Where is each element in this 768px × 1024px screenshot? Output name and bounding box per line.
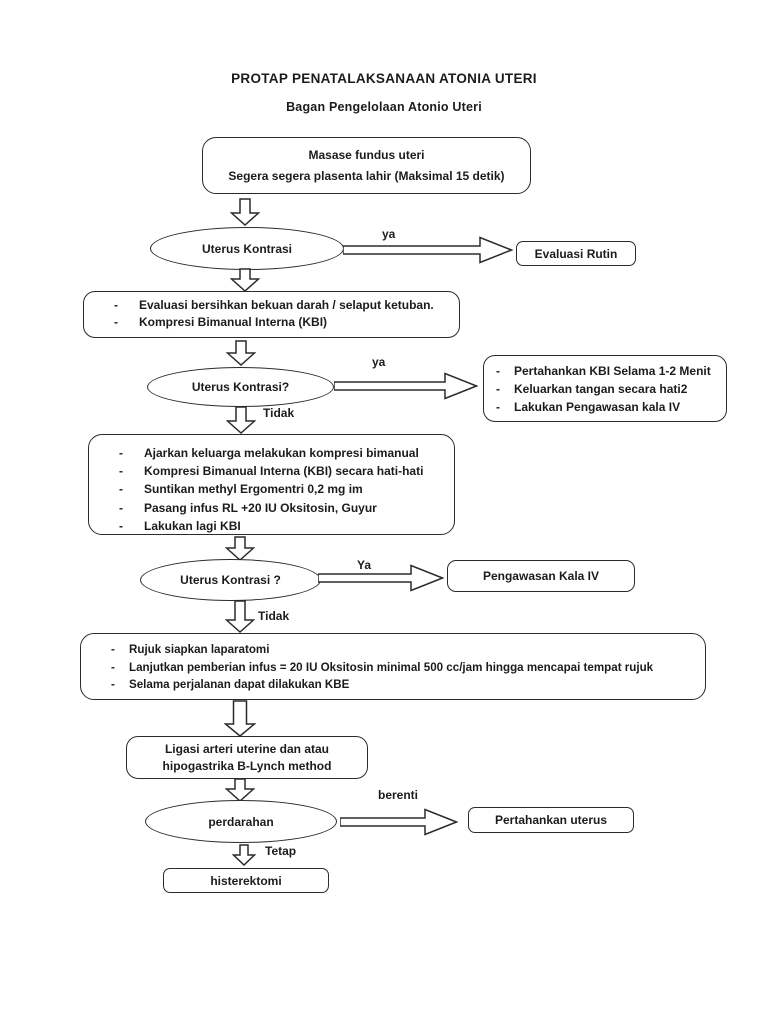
list-item-text: Evaluasi bersihkan bekuan darah / selapu… [139, 298, 434, 312]
list-item-text: Rujuk siapkan laparatomi [129, 643, 270, 656]
page-title: PROTAP PENATALAKSANAAN ATONIA UTERI [231, 71, 537, 86]
list-item: - Ajarkan keluarga melakukan kompresi bi… [119, 444, 448, 462]
branch-label-tidak-2: Tidak [258, 609, 290, 623]
list-item-text: Lakukan lagi KBI [144, 518, 241, 533]
bullet-dash: - [111, 643, 115, 656]
arrow-right-icon [343, 236, 513, 264]
node-step-evaluasi-kbi: - Evaluasi bersihkan bekuan darah / sela… [83, 291, 460, 338]
arrow-down-icon [230, 198, 260, 226]
node-text-line: Pengawasan Kala IV [482, 569, 600, 583]
decision-uterus-kontrasi-2: Uterus Kontrasi? [147, 367, 334, 407]
node-text-line: Masase fundus uteri [308, 148, 425, 162]
branch-label-tidak-1: Tidak [263, 406, 295, 420]
list-item-text: Lakukan Pengawasan kala IV [514, 400, 681, 414]
list-item-text: Keluarkan tangan secara hati2 [514, 382, 688, 396]
branch-label-ya-3: Ya [357, 558, 372, 572]
node-histerektomi: histerektomi [163, 868, 329, 893]
list-item: - Suntikan methyl Ergomentri 0,2 mg im [119, 480, 448, 498]
bullet-dash: - [496, 364, 500, 378]
decision-question: perdarahan [208, 814, 274, 829]
bullet-dash: - [119, 446, 123, 460]
list-item: - Lakukan lagi KBI [119, 517, 448, 535]
list-item-text: Ajarkan keluarga melakukan kompresi bima… [144, 446, 419, 460]
arrow-down-icon [225, 600, 255, 633]
bullet-dash: - [114, 315, 118, 329]
decision-question: Uterus Kontrasi [201, 241, 293, 256]
arrow-down-icon [226, 340, 256, 366]
node-text-line: hipogastrika B-Lynch method [162, 759, 332, 773]
list-item: - Kompresi Bimanual Interna (KBI) secara… [119, 462, 448, 480]
bullet-dash: - [119, 500, 123, 515]
node-text-line: Segera segera plasenta lahir (Maksimal 1… [228, 169, 505, 183]
decision-uterus-kontrasi-3: Uterus Kontrasi ? [140, 559, 321, 601]
bullet-dash: - [114, 298, 118, 312]
decision-question: Uterus Kontrasi? [191, 380, 290, 394]
list-item-text: Suntikan methyl Ergomentri 0,2 mg im [144, 482, 363, 497]
list-item: - Kompresi Bimanual Interna (KBI) [114, 314, 453, 331]
decision-perdarahan: perdarahan [145, 800, 337, 843]
bullet-dash: - [496, 382, 500, 396]
node-pertahankan-uterus: Pertahankan uterus [468, 807, 634, 833]
branch-label-berenti: berenti [378, 788, 419, 802]
list-item: - Keluarkan tangan secara hati2 [496, 380, 722, 398]
list-item-text: Pasang infus RL +20 IU Oksitosin, Guyur [144, 500, 377, 515]
node-text-line: Pertahankan uterus [494, 813, 608, 827]
arrow-down-icon [226, 406, 256, 434]
list-item: - Selama perjalanan dapat dilakukan KBE [111, 676, 699, 694]
arrow-down-icon [225, 536, 255, 561]
node-text-line: histerektomi [210, 873, 282, 888]
arrow-right-icon [340, 808, 458, 836]
branch-label-tetap: Tetap [265, 844, 297, 858]
decision-question: Uterus Kontrasi ? [180, 573, 281, 587]
bullet-dash: - [111, 660, 115, 674]
node-text-line: Ligasi arteri uterine dan atau [164, 742, 330, 756]
bullet-dash: - [119, 518, 123, 533]
node-evaluasi-rutin: Evaluasi Rutin [516, 241, 636, 266]
node-ligasi: Ligasi arteri uterine dan atau hipogastr… [126, 736, 368, 779]
list-item: - Pasang infus RL +20 IU Oksitosin, Guyu… [119, 499, 448, 517]
list-item: - Lakukan Pengawasan kala IV [496, 398, 722, 416]
list-item-text: Kompresi Bimanual Interna (KBI) secara h… [144, 464, 424, 479]
list-item: - Evaluasi bersihkan bekuan darah / sela… [114, 297, 453, 314]
arrow-down-icon [232, 844, 256, 866]
list-item: - Rujuk siapkan laparatomi [111, 641, 699, 659]
branch-label-ya-1: ya [382, 227, 396, 241]
branch-label-ya-2: ya [372, 355, 386, 369]
list-item: - Pertahankan KBI Selama 1-2 Menit [496, 362, 722, 380]
arrow-down-icon [225, 778, 255, 802]
node-text-line: Evaluasi Rutin [534, 246, 618, 261]
decision-uterus-kontrasi-1: Uterus Kontrasi [150, 227, 344, 270]
list-item: - Lanjutkan pemberian infus = 20 IU Oksi… [111, 659, 699, 677]
arrow-right-icon [318, 564, 444, 592]
node-pengawasan-kala-iv: Pengawasan Kala IV [447, 560, 635, 592]
list-item-text: Selama perjalanan dapat dilakukan KBE [129, 678, 350, 691]
list-item-text: Pertahankan KBI Selama 1-2 Menit [514, 364, 711, 378]
bullet-dash: - [119, 464, 123, 479]
list-item-text: Lanjutkan pemberian infus = 20 IU Oksito… [129, 660, 654, 674]
arrow-right-icon [334, 372, 478, 400]
arrow-down-icon [230, 268, 260, 292]
bullet-dash: - [119, 482, 123, 497]
node-step-rujuk: - Rujuk siapkan laparatomi - Lanjutkan p… [80, 633, 706, 700]
node-kbi-success: - Pertahankan KBI Selama 1-2 Menit - Kel… [483, 355, 727, 422]
node-step-lanjut: - Ajarkan keluarga melakukan kompresi bi… [88, 434, 455, 535]
bullet-dash: - [111, 678, 115, 691]
bullet-dash: - [496, 400, 500, 414]
page-subtitle: Bagan Pengelolaan Atonio Uteri [286, 100, 482, 114]
node-masase-fundus-uteri: Masase fundus uteri Segera segera plasen… [202, 137, 531, 194]
list-item-text: Kompresi Bimanual Interna (KBI) [139, 315, 328, 329]
arrow-down-icon [224, 700, 256, 737]
